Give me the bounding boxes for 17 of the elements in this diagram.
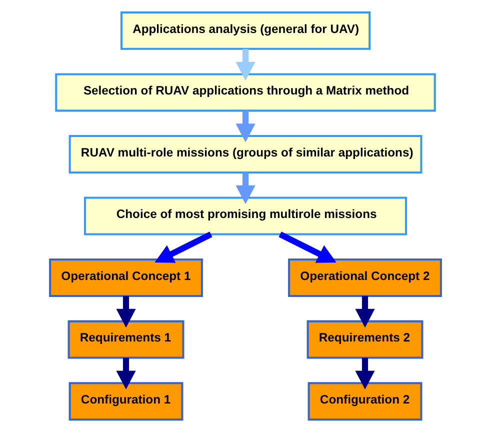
node-box: Requirements 1: [67, 320, 184, 359]
node-box: Configuration 2: [307, 382, 422, 421]
node-box: Operational Concept 2: [288, 258, 442, 298]
arrow: [354, 296, 374, 328]
node-box: Choice of most promising multirole missions: [83, 196, 407, 236]
arrow: [116, 358, 136, 390]
node-box: Selection of RUAV applications through a Matrix method: [54, 73, 436, 112]
node-box: Applications analysis (general for UAV): [120, 11, 370, 50]
arrow: [235, 172, 255, 204]
node-box: Requirements 2: [306, 320, 423, 359]
node-box: Operational Concept 1: [48, 258, 202, 298]
node-box: RUAV multi-role missions (groups of similar applications): [68, 134, 422, 174]
arrow: [354, 358, 374, 390]
arrow: [235, 110, 255, 142]
arrow: [116, 296, 136, 328]
node-box: Configuration 1: [68, 382, 183, 421]
arrow: [235, 48, 255, 81]
